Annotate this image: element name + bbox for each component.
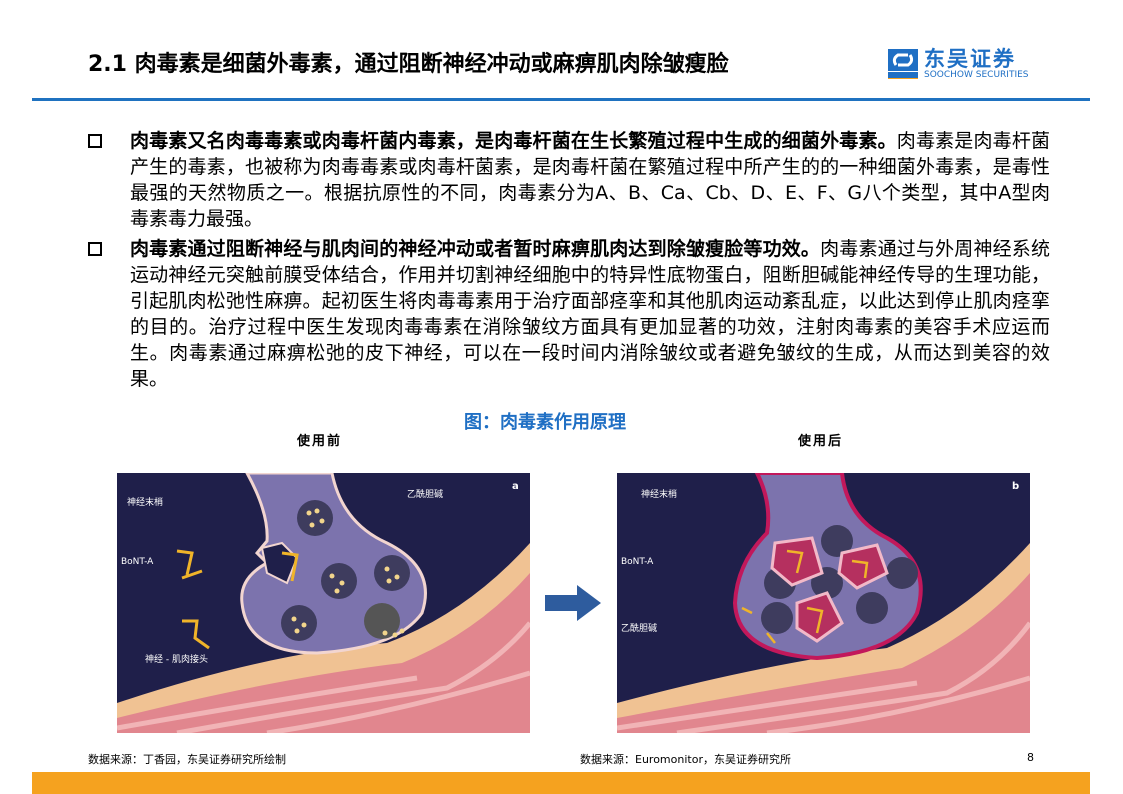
figure-caption: 图：肉毒素作用原理	[464, 412, 626, 433]
bullet-item: 肉毒素又名肉毒毒素或肉毒杆菌内毒素，是肉毒杆菌在生长繁殖过程中生成的细菌外毒素。…	[88, 128, 1050, 232]
diagram-after: 神经末梢 BoNT-A 乙酰胆碱 b	[616, 471, 1033, 736]
bullet-list: 肉毒素又名肉毒毒素或肉毒杆菌内毒素，是肉毒杆菌在生长繁殖过程中生成的细菌外毒素。…	[88, 128, 1050, 396]
label-junction: 神经 - 肌肉接头	[145, 653, 208, 665]
panel-letter: b	[1012, 481, 1019, 492]
scs-logo-icon	[888, 49, 918, 79]
after-label: 使用后	[798, 434, 844, 449]
header-divider	[32, 98, 1090, 101]
checkbox-bullet-icon	[88, 242, 102, 256]
bullet-item: 肉毒素通过阻断神经与肌肉间的神经冲动或者暂时麻痹肌肉达到除皱瘦脸等功效。肉毒素通…	[88, 236, 1050, 392]
bullet-text: 肉毒素通过与外周神经系统运动神经元突触前膜受体结合，作用并切割神经细胞中的特异性…	[130, 238, 1050, 390]
label-nerve-ending: 神经末梢	[641, 488, 677, 500]
diagram-before: 神经末梢 乙酰胆碱 BoNT-A 神经 - 肌肉接头 a	[116, 471, 532, 736]
before-label: 使用前	[297, 434, 343, 449]
checkbox-bullet-icon	[88, 134, 102, 148]
logo-cn: 东吴证券	[924, 47, 1016, 71]
footer-bar	[32, 772, 1090, 794]
bullet-lead: 肉毒素通过阻断神经与肌肉间的神经冲动或者暂时麻痹肌肉达到除皱瘦脸等功效。	[130, 238, 821, 260]
page-number: 8	[1027, 751, 1034, 764]
bullet-lead: 肉毒素又名肉毒毒素或肉毒杆菌内毒素，是肉毒杆菌在生长繁殖过程中生成的细菌外毒素。	[130, 130, 897, 152]
panel-letter: a	[512, 481, 519, 492]
right-arrow-icon	[545, 585, 601, 625]
label-acetylcholine: 乙酰胆碱	[621, 622, 657, 634]
source-right: 数据来源：Euromonitor，东吴证券研究所	[580, 753, 791, 766]
label-bont-a: BoNT-A	[121, 557, 154, 567]
label-nerve-ending: 神经末梢	[127, 496, 163, 508]
company-logo: 东吴证券 SOOCHOW SECURITIES	[888, 48, 1029, 80]
label-bont-a: BoNT-A	[621, 557, 654, 567]
bullet-text: 肉毒素是肉毒杆菌产生的毒素，也被称为肉毒毒素或肉毒杆菌素，是肉毒杆菌在繁殖过程中…	[130, 130, 1050, 230]
source-left: 数据来源：丁香园，东吴证券研究所绘制	[88, 753, 286, 766]
label-acetylcholine: 乙酰胆碱	[407, 488, 443, 500]
page-title: 2.1 肉毒素是细菌外毒素，通过阻断神经冲动或麻痹肌肉除皱瘦脸	[88, 52, 729, 77]
logo-en: SOOCHOW SECURITIES	[924, 70, 1029, 80]
